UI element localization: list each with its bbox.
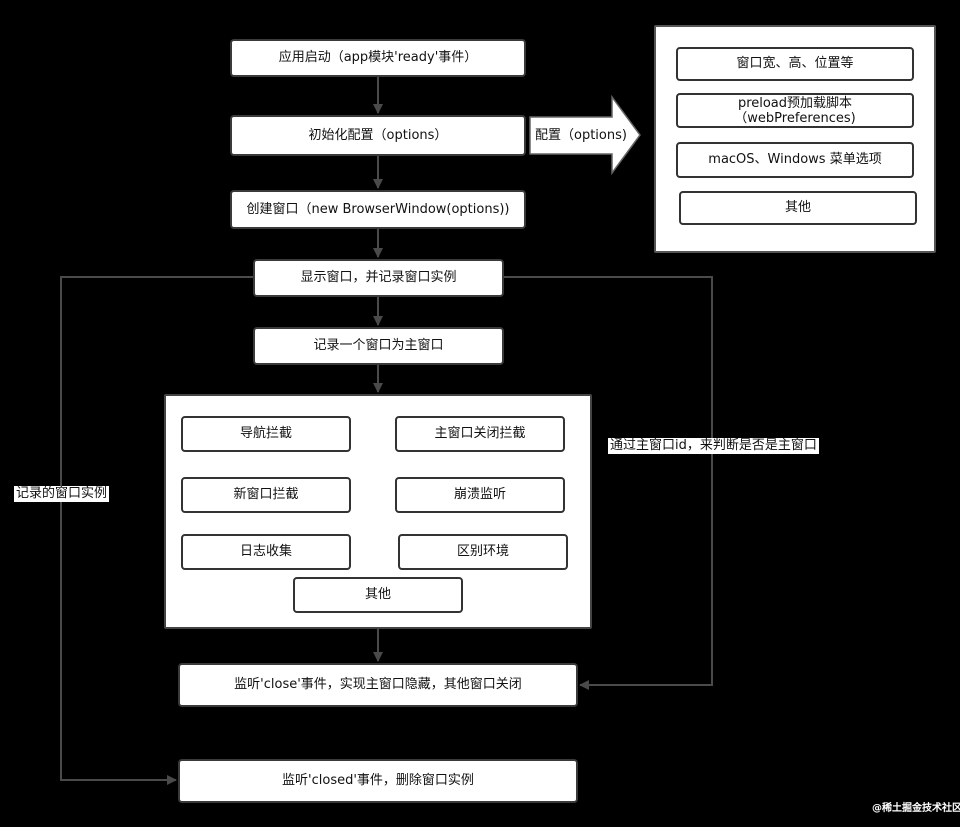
node-record-main-text: 记录一个窗口为主窗口 — [313, 338, 444, 353]
edge-label-right: 通过主窗口id，来判断是否是主窗口 — [608, 438, 819, 454]
feature-other-text: 其他 — [364, 587, 391, 602]
feature-crash-listen-text: 崩溃监听 — [453, 487, 506, 502]
feature-log-collect: 日志收集 — [181, 534, 351, 570]
arrow-config-options — [529, 94, 641, 176]
watermark: @稀土掘金技术社区 — [872, 803, 960, 814]
node-listen-closed-text: 监听'closed'事件，删除窗口实例 — [282, 773, 474, 788]
node-show-window: 显示窗口，并记录窗口实例 — [253, 259, 504, 297]
node-init-config-text: 初始化配置（options） — [308, 127, 448, 143]
feature-log-collect-text: 日志收集 — [239, 544, 292, 559]
option-menu: macOS、Windows 菜单选项 — [676, 142, 914, 178]
option-preload-text: preload预加载脚本 （webPreferences) — [734, 95, 856, 126]
node-create-window: 创建窗口（new BrowserWindow(options)) — [230, 190, 526, 229]
node-app-start: 应用启动（app模块'ready'事件） — [230, 39, 526, 77]
arrow-left-loop — [60, 276, 253, 785]
feature-other: 其他 — [293, 577, 463, 613]
option-other-text: 其他 — [784, 200, 811, 215]
feature-env-distinguish: 区别环境 — [398, 534, 568, 570]
option-size-position: 窗口宽、高、位置等 — [676, 47, 914, 81]
feature-new-window-intercept: 新窗口拦截 — [181, 477, 351, 513]
node-show-window-text: 显示窗口，并记录窗口实例 — [300, 270, 457, 285]
option-menu-text: macOS、Windows 菜单选项 — [708, 152, 882, 167]
feature-crash-listen: 崩溃监听 — [395, 477, 565, 513]
edge-label-left: 记录的窗口实例 — [14, 486, 110, 502]
arrow-right-loop — [504, 276, 713, 690]
node-listen-close: 监听'close'事件，实现主窗口隐藏，其他窗口关闭 — [178, 663, 578, 707]
feature-main-close-intercept-text: 主窗口关闭拦截 — [434, 426, 526, 441]
node-listen-closed: 监听'closed'事件，删除窗口实例 — [178, 759, 578, 803]
node-listen-close-text: 监听'close'事件，实现主窗口隐藏，其他窗口关闭 — [234, 677, 522, 692]
node-app-start-text: 应用启动（app模块'ready'事件） — [278, 50, 478, 65]
node-init-config: 初始化配置（options） — [230, 115, 526, 156]
feature-nav-intercept-text: 导航拦截 — [239, 426, 292, 441]
node-create-window-text: 创建窗口（new BrowserWindow(options)) — [246, 201, 510, 217]
option-preload: preload预加载脚本 （webPreferences) — [676, 93, 914, 128]
arrow-config-label: 配置（options) — [535, 128, 627, 143]
feature-nav-intercept: 导航拦截 — [181, 416, 351, 452]
feature-env-distinguish-text: 区别环境 — [456, 544, 509, 559]
option-other: 其他 — [679, 191, 917, 225]
node-record-main: 记录一个窗口为主窗口 — [253, 327, 504, 365]
option-size-position-text: 窗口宽、高、位置等 — [736, 56, 854, 71]
feature-new-window-intercept-text: 新窗口拦截 — [233, 487, 299, 502]
feature-main-close-intercept: 主窗口关闭拦截 — [395, 416, 565, 452]
